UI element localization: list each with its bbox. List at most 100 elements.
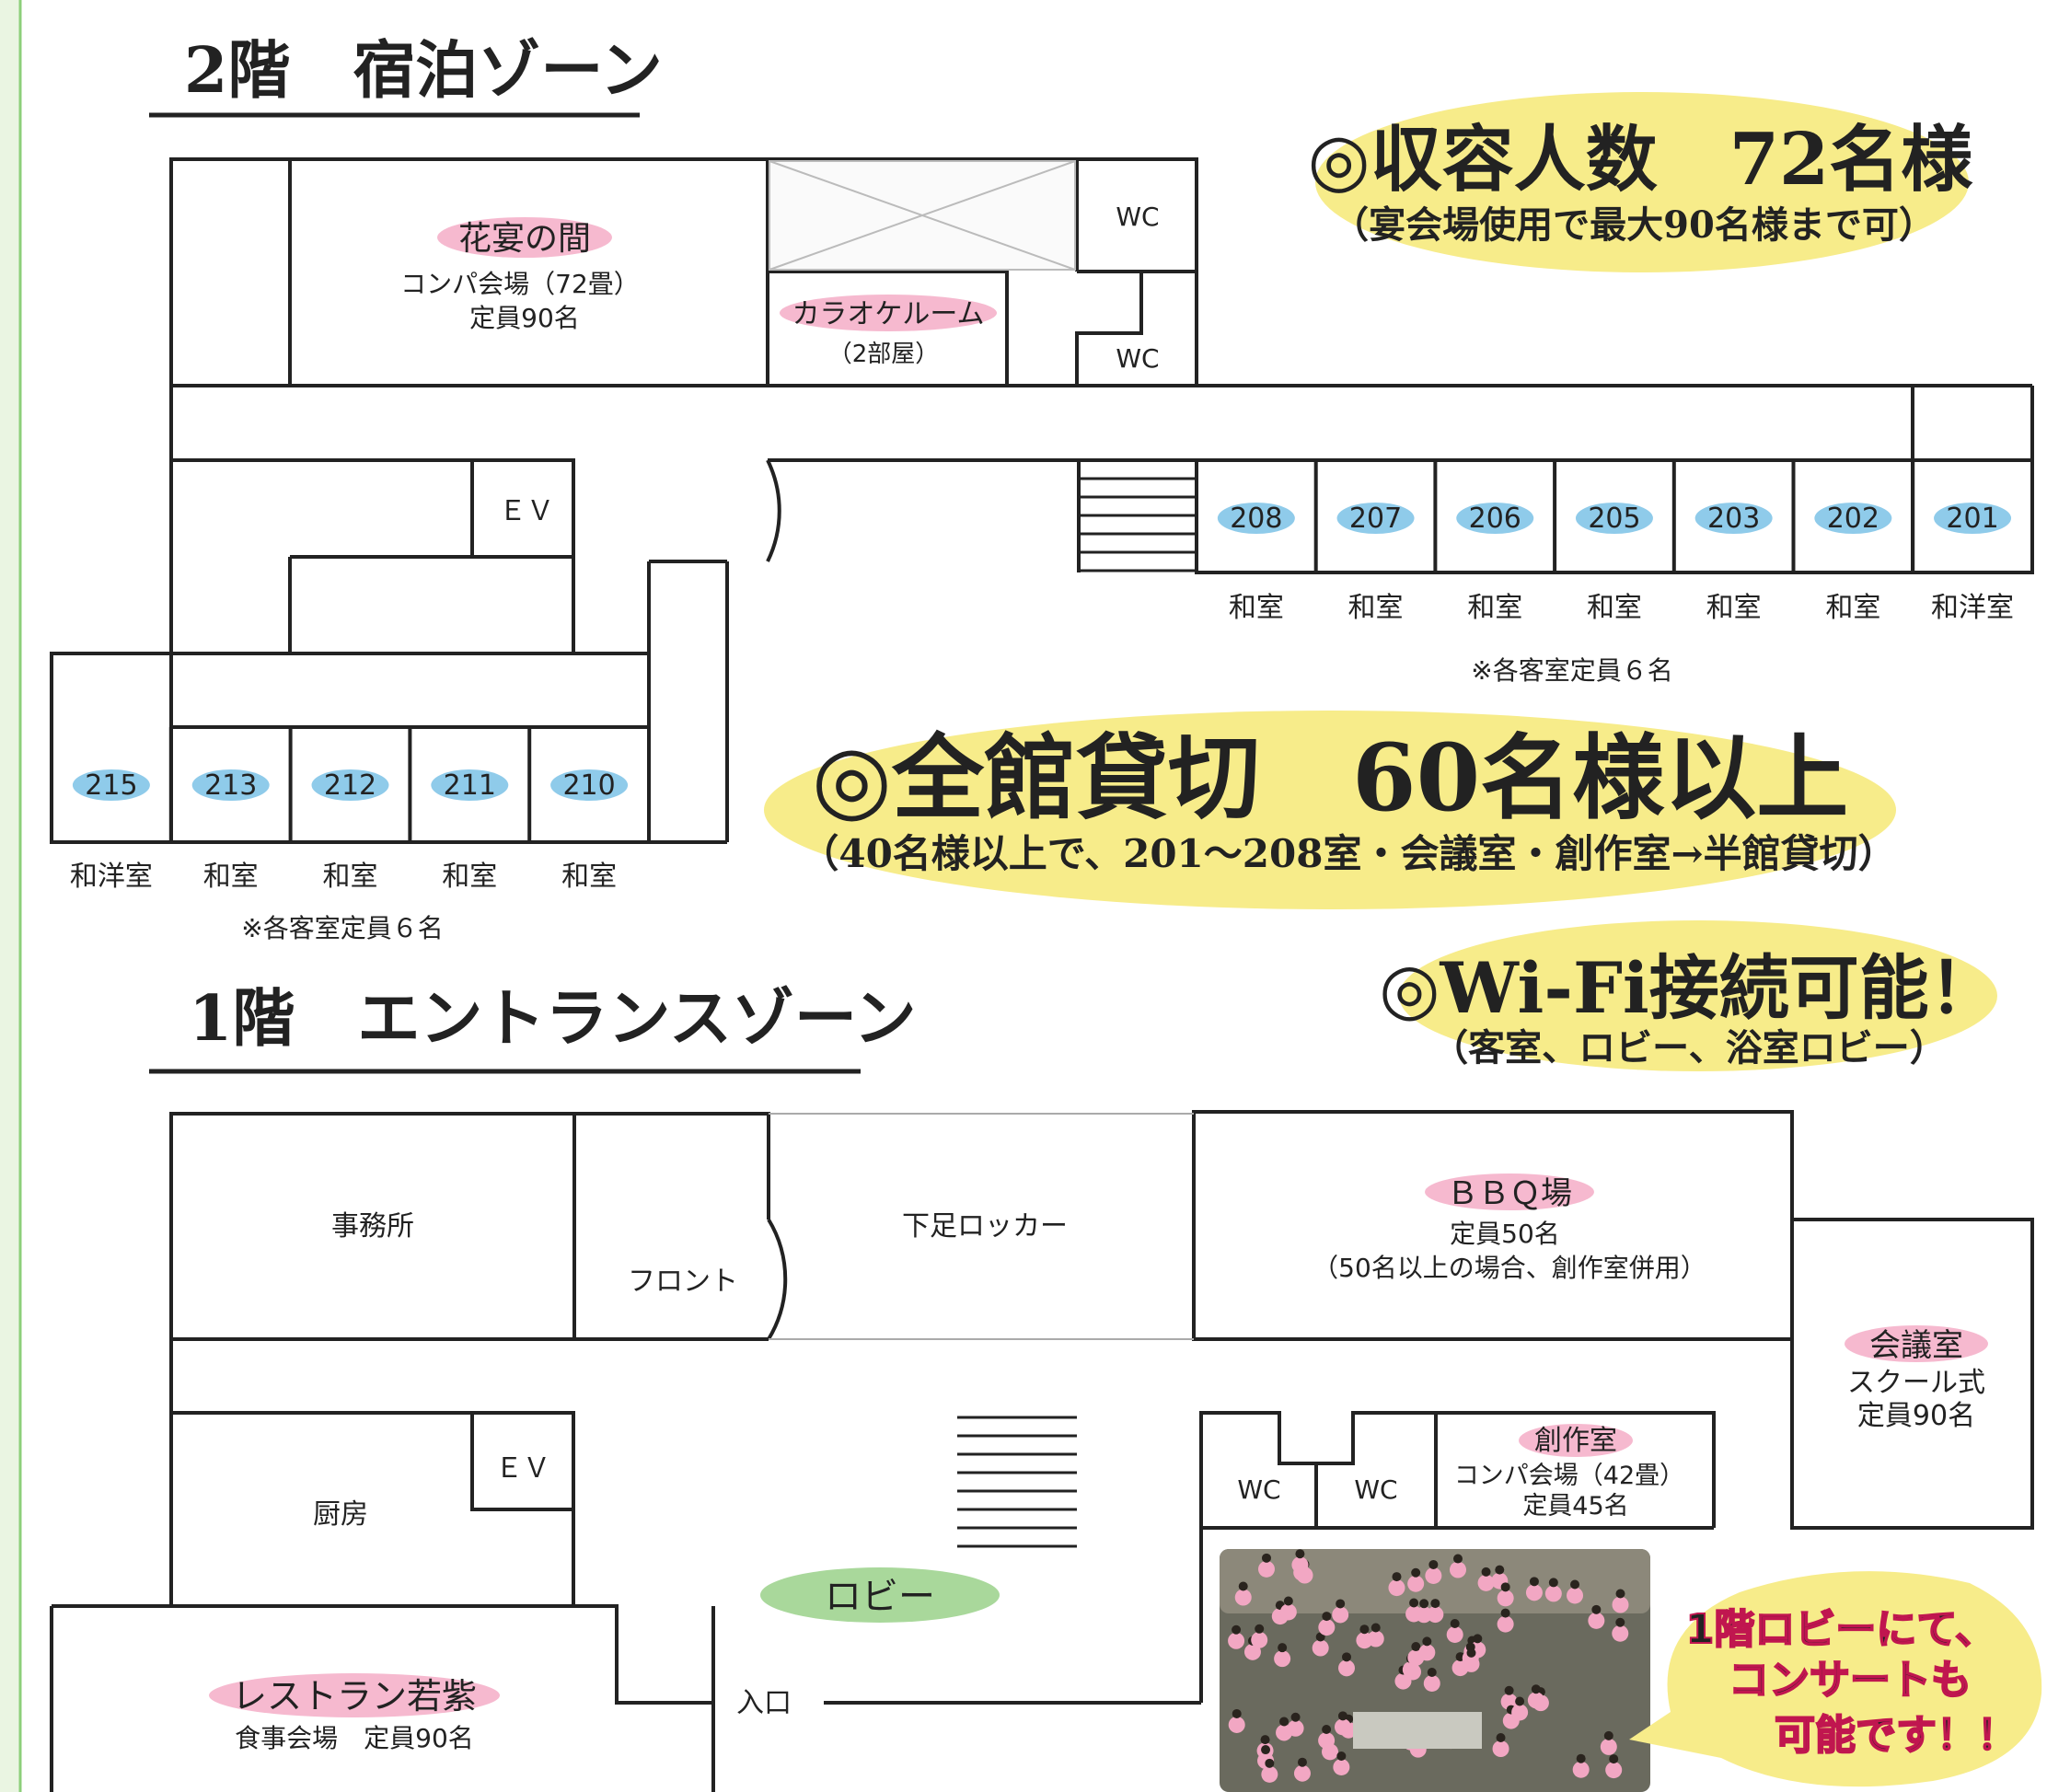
east-room-type: 和室 [1706, 592, 1762, 624]
performer [1279, 1603, 1297, 1621]
west-room-number: 215 [85, 769, 137, 802]
wc-left-label: WC [1237, 1474, 1280, 1505]
performer [1572, 1761, 1590, 1778]
west-room-badge [550, 769, 629, 801]
performer-head [1283, 1596, 1293, 1606]
performer [1228, 1716, 1245, 1733]
xylophone [1353, 1712, 1482, 1749]
lobby-label: ロビー [825, 1576, 935, 1618]
concert-line1: 1階ロビーにて、 [1686, 1606, 1995, 1653]
performer [1318, 1732, 1336, 1750]
karaoke-name: カラオケルーム [792, 298, 984, 330]
performer-head [1500, 1582, 1510, 1592]
charter-title: ◎全館貸切 60名様以上 [812, 723, 1848, 832]
performer [1291, 1556, 1309, 1574]
hanaen-line2: 定員90名 [469, 303, 580, 333]
performer-head [1504, 1685, 1514, 1695]
performer-head [1409, 1598, 1419, 1608]
performer-head [1261, 1553, 1271, 1563]
west-room-number: 213 [204, 769, 257, 802]
performer [1477, 1574, 1495, 1591]
restaurant-line1: 食事会場 定員90名 [235, 1723, 474, 1753]
capacity-sub: （宴会場使用で最大90名様まで可） [1332, 203, 1936, 247]
performer-head [1473, 1634, 1483, 1644]
west-room-badge [72, 769, 150, 801]
east-room-dividers [1313, 460, 1915, 572]
performer [1338, 1659, 1356, 1677]
performer [1511, 1704, 1529, 1721]
east-room-type: 和室 [1467, 592, 1522, 624]
performer-head [1336, 1599, 1346, 1609]
east-room-type: 和室 [1229, 592, 1284, 624]
performer [1492, 1740, 1509, 1758]
performer [1612, 1596, 1629, 1613]
east-room-badge [1456, 503, 1534, 534]
stairs-2f [1079, 477, 1197, 572]
performer-head [1295, 1549, 1305, 1559]
performer-head [1261, 1745, 1271, 1755]
west-room-type: 和室 [203, 861, 259, 893]
karaoke-sub: （2部屋） [828, 341, 940, 368]
hanaen-line1: コンパ会場（72畳） [400, 269, 640, 299]
performer-head [1500, 1608, 1510, 1618]
floor1-walls [50, 1110, 2034, 1792]
restaurant-highlight [209, 1673, 500, 1717]
performer [1449, 1561, 1466, 1578]
wifi-sub: （客室、ロビー、浴室ロビー） [1431, 1026, 1947, 1069]
meeting-line2: 定員90名 [1857, 1400, 1975, 1432]
east-room-number: 201 [1946, 503, 1998, 535]
performer [1261, 1765, 1278, 1783]
capacity-title: ◎収容人数 72名様 [1308, 118, 1974, 202]
lobby-highlight [760, 1567, 1000, 1623]
performer-head [1336, 1751, 1347, 1761]
performer [1332, 1606, 1349, 1624]
performer-head [1359, 1624, 1370, 1635]
meeting-name: 会議室 [1869, 1327, 1963, 1364]
performer [1600, 1738, 1617, 1755]
performer [1334, 1718, 1351, 1736]
performer [1333, 1758, 1350, 1775]
performer [1525, 1584, 1543, 1601]
performer-head [1427, 1667, 1437, 1677]
concert-line2: コンサートも [1729, 1657, 1972, 1704]
performer-head [1297, 1757, 1307, 1767]
west-room-badge [191, 769, 270, 801]
west-room-number: 212 [324, 769, 376, 802]
performer-head [1495, 1565, 1505, 1575]
concert-line3: 可能です！！ [1775, 1712, 2018, 1759]
performer-head [1392, 1572, 1402, 1582]
performer-head [1411, 1642, 1421, 1652]
concert-speech-bubble: 1階ロビーにて、 コンサートも 可能です！！ [1629, 1571, 2042, 1787]
performer [1423, 1674, 1440, 1692]
performer [1276, 1724, 1293, 1741]
west-room-type: 和室 [442, 861, 497, 893]
east-room-badge [1694, 503, 1773, 534]
kitchen-label: 厨房 [313, 1498, 368, 1531]
karaoke-highlight [780, 295, 997, 331]
performer [1497, 1590, 1514, 1607]
void-cross [769, 160, 1076, 271]
performer-head [1322, 1612, 1332, 1622]
performer-head [1531, 1684, 1541, 1694]
bbq-line1: 定員50名 [1450, 1219, 1560, 1249]
wifi-highlight [1399, 920, 1997, 1071]
performer-head [1370, 1623, 1381, 1633]
performer [1293, 1764, 1311, 1782]
performer-head [1322, 1725, 1332, 1735]
performer [1527, 1692, 1544, 1709]
performer-head [1603, 1730, 1613, 1740]
bbq-line2: （50名以上の場合、創作室併用） [1313, 1253, 1706, 1283]
performer-head [1232, 1624, 1242, 1635]
performer-head [1232, 1708, 1242, 1718]
performer [1407, 1575, 1425, 1592]
wc-right-label: WC [1354, 1474, 1397, 1505]
bbq-name: ＢＢＱ場 [1447, 1175, 1572, 1212]
front-label: フロント [628, 1266, 738, 1298]
performer-head [1615, 1589, 1625, 1599]
creative-highlight [1519, 1424, 1633, 1457]
capacity-note-east: ※各客室定員６名 [1471, 655, 1672, 686]
ev-2f-label: ＥＶ [499, 495, 554, 527]
wc-top-label: WC [1116, 202, 1159, 232]
east-room-badge [1814, 503, 1892, 534]
